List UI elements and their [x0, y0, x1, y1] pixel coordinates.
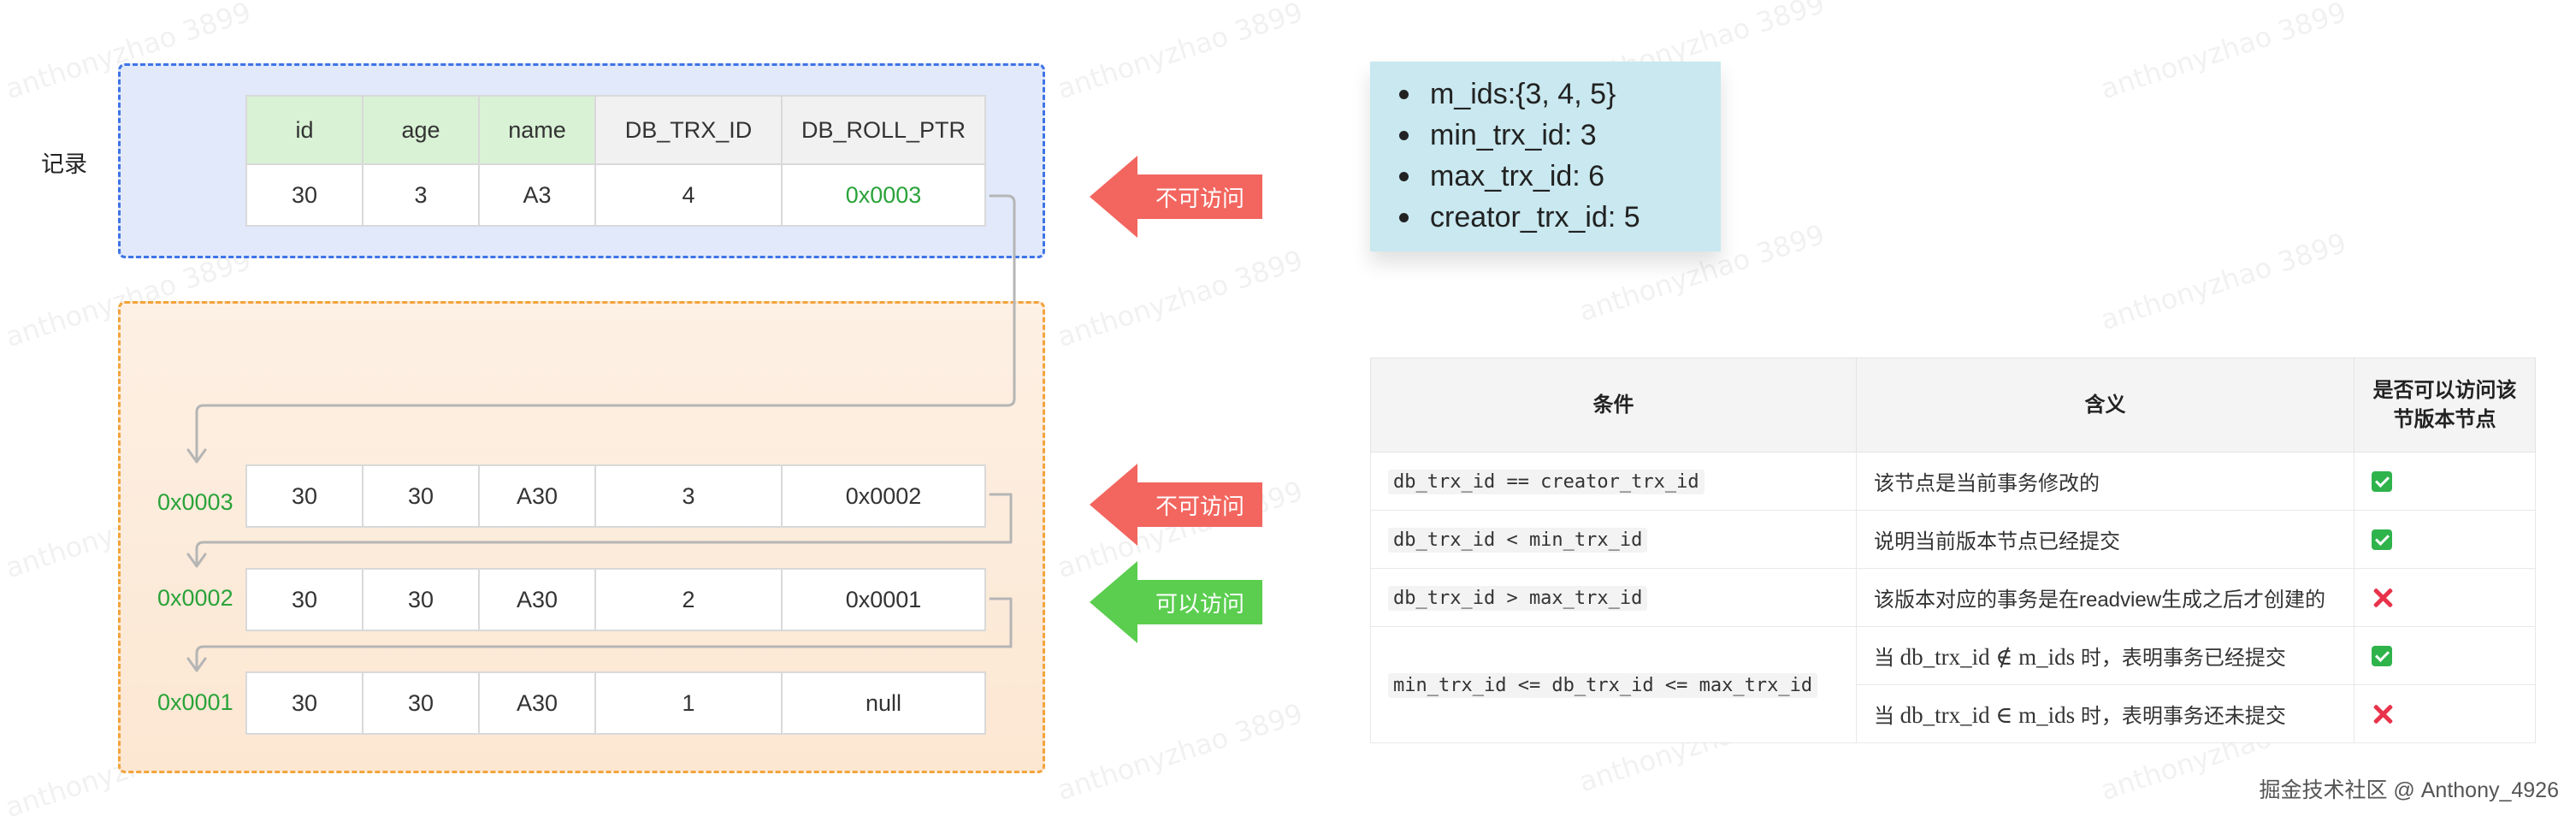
read-view-max-trx-id: max_trx_id: 6 [1394, 156, 1721, 197]
undo-cell-trx-id: 3 [594, 464, 783, 528]
cross-icon [2372, 587, 2394, 609]
accessible-cell [2354, 626, 2536, 685]
meaning-cell: 该版本对应的事务是在readview生成之后才创建的 [1856, 568, 2354, 627]
read-view-min-trx-id: min_trx_id: 3 [1394, 115, 1721, 156]
watermark: anthonyzhao 3899 [1053, 243, 1307, 354]
watermark: anthonyzhao 3899 [1053, 0, 1307, 106]
check-icon [2372, 471, 2392, 493]
undo-cell-age: 30 [362, 464, 480, 528]
read-view-m-ids: m_ids:{3, 4, 5} [1394, 74, 1721, 115]
footer-attribution: 掘金技术社区 @ Anthony_4926 [2259, 778, 2559, 802]
watermark: anthonyzhao 3899 [1053, 696, 1307, 807]
undo-cell-roll-ptr: null [781, 671, 986, 735]
check-icon [2372, 529, 2392, 551]
meaning-math: db_trx_id ∉ m_ids [1900, 644, 2076, 670]
record-cell-id: 30 [245, 163, 363, 227]
undo-address: 0x0002 [157, 585, 233, 611]
condition-code: db_trx_id > max_trx_id [1388, 585, 1648, 611]
condition-cell: db_trx_id < min_trx_id [1370, 510, 1857, 569]
undo-cell-roll-ptr: 0x0001 [781, 568, 986, 631]
condition-code: db_trx_id < min_trx_id [1388, 527, 1648, 553]
read-view-creator-trx-id: creator_trx_id: 5 [1394, 197, 1721, 238]
undo-row: 30 30 A30 1 null [245, 671, 986, 735]
accessible-cell [2354, 568, 2536, 627]
record-label: 记录 [41, 151, 87, 177]
undo-cell-age: 30 [362, 671, 480, 735]
header-db-roll-ptr: DB_ROLL_PTR [781, 95, 986, 165]
undo-cell-name: A30 [478, 568, 596, 631]
meaning-cell: 说明当前版本节点已经提交 [1856, 510, 2354, 569]
read-view-box: m_ids:{3, 4, 5} min_trx_id: 3 max_trx_id… [1370, 62, 1721, 251]
accessible-cell [2354, 684, 2536, 743]
undo-cell-age: 30 [362, 568, 480, 631]
undo-cell-roll-ptr: 0x0002 [781, 464, 986, 528]
watermark: anthonyzhao 3899 [2096, 0, 2350, 106]
col-header-condition: 条件 [1370, 358, 1857, 452]
record-cell-trx-id: 4 [594, 163, 783, 227]
undo-cell-id: 30 [245, 671, 363, 735]
col-header-accessible: 是否可以访问该节版本节点 [2354, 358, 2536, 452]
meaning-suffix: 时，表明事务还未提交 [2080, 705, 2286, 728]
meaning-prefix: 当 [1874, 705, 1894, 728]
meaning-prefix: 当 [1874, 647, 1894, 670]
undo-cell-id: 30 [245, 568, 363, 631]
undo-cell-id: 30 [245, 464, 363, 528]
access-arrow-label: 不可访问 [1155, 493, 1244, 519]
watermark: anthonyzhao 3899 [2096, 226, 2350, 337]
accessible-cell [2354, 510, 2536, 569]
undo-address: 0x0003 [157, 489, 233, 515]
header-id: id [245, 95, 363, 165]
condition-cell: db_trx_id > max_trx_id [1370, 568, 1857, 627]
meaning-math: db_trx_id ∈ m_ids [1900, 702, 2076, 728]
undo-address: 0x0001 [157, 689, 233, 715]
undo-cell-name: A30 [478, 671, 596, 735]
header-db-trx-id: DB_TRX_ID [594, 95, 783, 165]
access-arrow-denied: 不可访问 [1090, 464, 1262, 546]
cross-icon [2372, 703, 2394, 725]
col-header-meaning: 含义 [1856, 358, 2354, 452]
access-arrow-label: 可以访问 [1155, 590, 1244, 617]
meaning-cell: 当 db_trx_id ∉ m_ids 时，表明事务已经提交 [1856, 626, 2354, 685]
record-cell-roll-ptr: 0x0003 [781, 163, 986, 227]
undo-cell-trx-id: 2 [594, 568, 783, 631]
undo-row: 30 30 A30 3 0x0002 [245, 464, 986, 528]
condition-cell: db_trx_id == creator_trx_id [1370, 452, 1857, 511]
header-age: age [362, 95, 480, 165]
undo-row: 30 30 A30 2 0x0001 [245, 568, 986, 631]
undo-cell-name: A30 [478, 464, 596, 528]
condition-cell: min_trx_id <= db_trx_id <= max_trx_id [1370, 626, 1857, 743]
check-icon [2372, 646, 2392, 667]
meaning-suffix: 时，表明事务已经提交 [2080, 647, 2286, 670]
record-cell-name: A3 [478, 163, 596, 227]
access-arrow-label: 不可访问 [1155, 185, 1244, 211]
visibility-condition-table: 条件 含义 是否可以访问该节版本节点 db_trx_id == creator_… [1370, 358, 2536, 743]
condition-code: db_trx_id == creator_trx_id [1388, 469, 1705, 494]
meaning-cell: 当 db_trx_id ∈ m_ids 时，表明事务还未提交 [1856, 684, 2354, 743]
access-arrow-allowed: 可以访问 [1090, 561, 1262, 643]
access-arrow-denied: 不可访问 [1090, 156, 1262, 238]
current-record-table: id age name DB_TRX_ID DB_ROLL_PTR 30 3 A… [245, 95, 986, 227]
accessible-cell [2354, 452, 2536, 511]
meaning-cell: 该节点是当前事务修改的 [1856, 452, 2354, 511]
record-cell-age: 3 [362, 163, 480, 227]
undo-cell-trx-id: 1 [594, 671, 783, 735]
condition-code: min_trx_id <= db_trx_id <= max_trx_id [1388, 672, 1818, 698]
read-view-list: m_ids:{3, 4, 5} min_trx_id: 3 max_trx_id… [1394, 74, 1721, 238]
header-name: name [478, 95, 596, 165]
